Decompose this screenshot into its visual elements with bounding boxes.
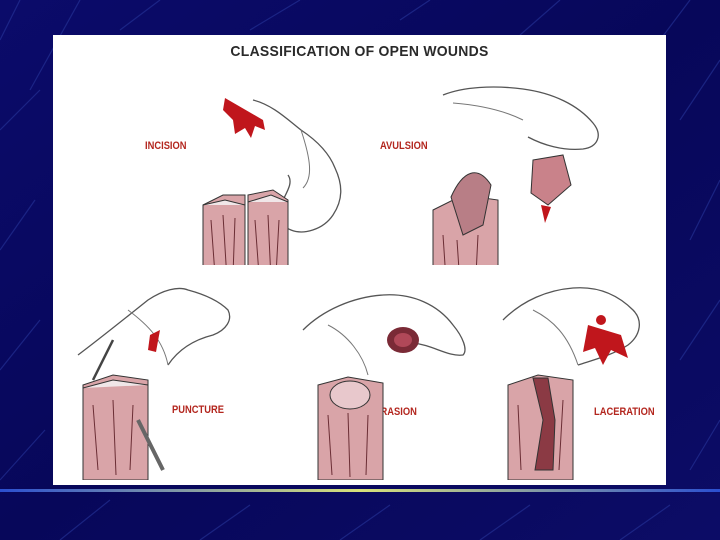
incision-illustration: [193, 90, 353, 265]
hand-outline: [302, 294, 466, 356]
skin-block: [507, 374, 574, 480]
skin-block-right: [247, 189, 289, 265]
label-incision: INCISION: [145, 140, 187, 152]
avulsion-illustration: [423, 75, 613, 265]
bottom-divider: [0, 489, 720, 492]
laceration-illustration: [493, 280, 663, 480]
abrasion-illustration: [298, 285, 478, 480]
skin-block: [82, 374, 165, 480]
skin-block: [432, 172, 499, 265]
skin-block: [317, 376, 384, 480]
label-avulsion: AVULSION: [380, 140, 428, 152]
blood-drip: [148, 330, 160, 352]
hand-outline: [442, 86, 599, 151]
wound-classification-figure: CLASSIFICATION OF OPEN WOUNDS INCISION A…: [53, 35, 666, 485]
blood-splash: [583, 325, 628, 365]
puncture-illustration: [68, 280, 243, 480]
nail: [91, 339, 115, 381]
hand-outline: [77, 287, 231, 366]
figure-title: CLASSIFICATION OF OPEN WOUNDS: [230, 43, 489, 60]
skin-flap: [530, 154, 572, 206]
label-puncture: PUNCTURE: [172, 404, 224, 416]
label-laceration: LACERATION: [594, 406, 655, 418]
skin-block-left: [202, 194, 246, 265]
blood-splash: [223, 98, 265, 138]
